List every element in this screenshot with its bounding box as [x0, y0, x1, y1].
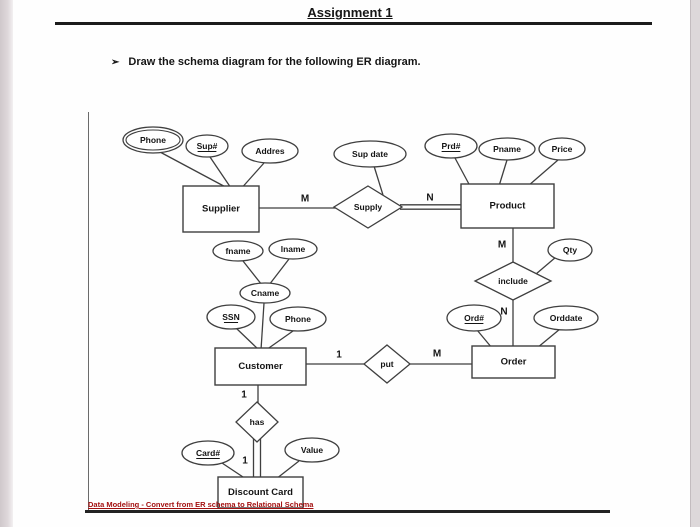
entity-label-supplier: Supplier — [202, 204, 240, 215]
attribute-label-addres: Addres — [255, 146, 285, 156]
attribute-label-prd-no: Prd# — [442, 141, 461, 151]
attribute-sup-no — [185, 134, 229, 158]
title-rule — [55, 22, 652, 25]
attribute-cname — [239, 282, 291, 304]
edge-order-ordno — [476, 329, 493, 349]
entity-supplier — [182, 185, 260, 233]
bullet-text: Draw the schema diagram for the followin… — [128, 56, 421, 68]
edge-customer-ssn — [235, 327, 260, 351]
cardinality-1-4: 1 — [336, 350, 342, 361]
attribute-label-orddate: Orddate — [550, 313, 583, 323]
bullet-arrow-icon: ➢ — [111, 57, 120, 68]
footer-link[interactable]: Data Modeling - Convert from ER schema t… — [88, 500, 314, 509]
attribute-label-cname: Cname — [251, 288, 280, 298]
edge-customer-cname — [260, 302, 265, 351]
attribute-label-ord-no: Ord# — [464, 313, 484, 323]
relationship-put — [362, 344, 412, 384]
attribute-lname — [268, 238, 318, 260]
attribute-label-fname: fname — [225, 246, 250, 256]
entity-customer — [214, 347, 307, 386]
cardinality-n-3: N — [500, 307, 507, 318]
edge-cname-lname — [268, 258, 290, 286]
edge-product-pname — [498, 159, 508, 187]
bullet-line: ➢ Draw the schema diagram for the followi… — [111, 56, 421, 68]
attribute-card-no — [181, 440, 235, 466]
entity-order — [471, 345, 556, 379]
cardinality-m-5: M — [433, 349, 441, 360]
right-page-edge — [690, 0, 700, 527]
edge-cname-fname — [242, 260, 263, 286]
attribute-label-phone-supplier: Phone — [140, 135, 166, 145]
attribute-value — [284, 437, 340, 463]
attribute-prd-no — [424, 133, 478, 159]
attribute-label-card-no: Card# — [196, 448, 220, 458]
bottom-rule — [85, 510, 610, 513]
cardinality-1-7: 1 — [242, 456, 248, 467]
attribute-orddate — [533, 305, 599, 331]
attribute-qty — [547, 238, 593, 262]
attribute-pname — [478, 137, 536, 161]
edge-product-prdno — [454, 157, 471, 187]
attribute-label-sup-no: Sup# — [197, 141, 218, 151]
attribute-ord-no — [446, 304, 502, 332]
edge-supplier-phone — [159, 151, 234, 192]
attribute-label-phone-customer: Phone — [285, 314, 311, 324]
attribute-fname — [212, 240, 264, 262]
attribute-inner-phone-supplier — [125, 129, 181, 151]
edge-supdate-supply — [373, 165, 384, 196]
edge-customer-phone — [265, 330, 294, 351]
attribute-label-price: Price — [552, 144, 573, 154]
attribute-addres — [241, 138, 299, 164]
attribute-label-lname: lname — [281, 244, 306, 254]
attribute-label-value: Value — [301, 445, 323, 455]
relationship-label-put: put — [380, 359, 393, 369]
entity-label-order: Order — [501, 357, 527, 368]
relationship-include — [473, 261, 553, 301]
cardinality-n-1: N — [426, 193, 433, 204]
attribute-price — [538, 137, 586, 161]
attribute-label-sup-date: Sup date — [352, 149, 388, 159]
attribute-sup-date — [333, 140, 407, 168]
entity-label-customer: Customer — [238, 361, 283, 372]
attribute-phone-customer — [269, 306, 327, 332]
attribute-label-pname: Pname — [493, 144, 521, 154]
edge-include-qty — [535, 256, 557, 275]
edge-discountcard-value — [275, 460, 300, 480]
entity-label-discount-card: Discount Card — [228, 487, 293, 498]
attribute-phone-supplier — [122, 126, 184, 154]
page-title: Assignment 1 — [307, 5, 393, 20]
relationship-label-has: has — [250, 417, 265, 427]
relationship-supply — [332, 185, 404, 229]
cardinality-m-0: M — [301, 194, 309, 205]
entity-discount-card — [217, 476, 304, 509]
diagram-frame-left-border — [88, 112, 89, 511]
relationship-label-supply: Supply — [354, 202, 383, 212]
edge-product-price — [527, 159, 559, 187]
entity-label-product: Product — [490, 201, 527, 212]
edge-order-orddate — [536, 328, 561, 349]
relationship-has — [235, 401, 279, 443]
attribute-label-ssn: SSN — [222, 312, 239, 322]
left-page-edge — [0, 0, 13, 527]
cardinality-m-2: M — [498, 240, 506, 251]
cardinality-1-6: 1 — [241, 390, 247, 401]
relationship-label-include: include — [498, 276, 528, 286]
attribute-ssn — [206, 304, 256, 330]
attribute-label-qty: Qty — [563, 245, 577, 255]
entity-product — [460, 183, 555, 229]
